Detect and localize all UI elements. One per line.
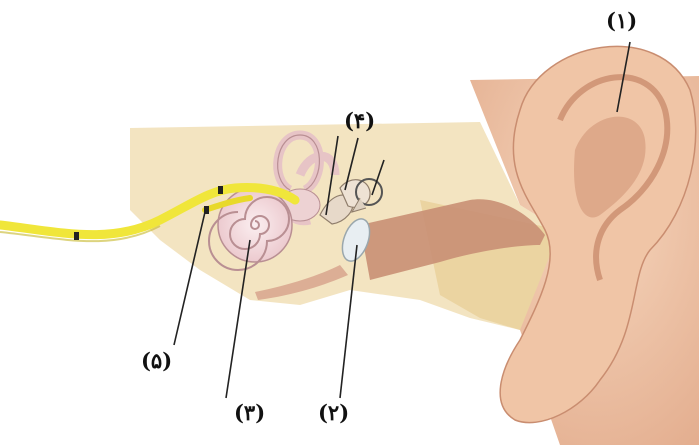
label-cochlea: (۳) [234,402,265,423]
label-pinna: (۱) [606,10,637,31]
label-auditory-nerve: (۵) [141,350,172,371]
label-eardrum: (۲) [318,402,349,423]
label-ossicles: (۴) [344,110,375,131]
